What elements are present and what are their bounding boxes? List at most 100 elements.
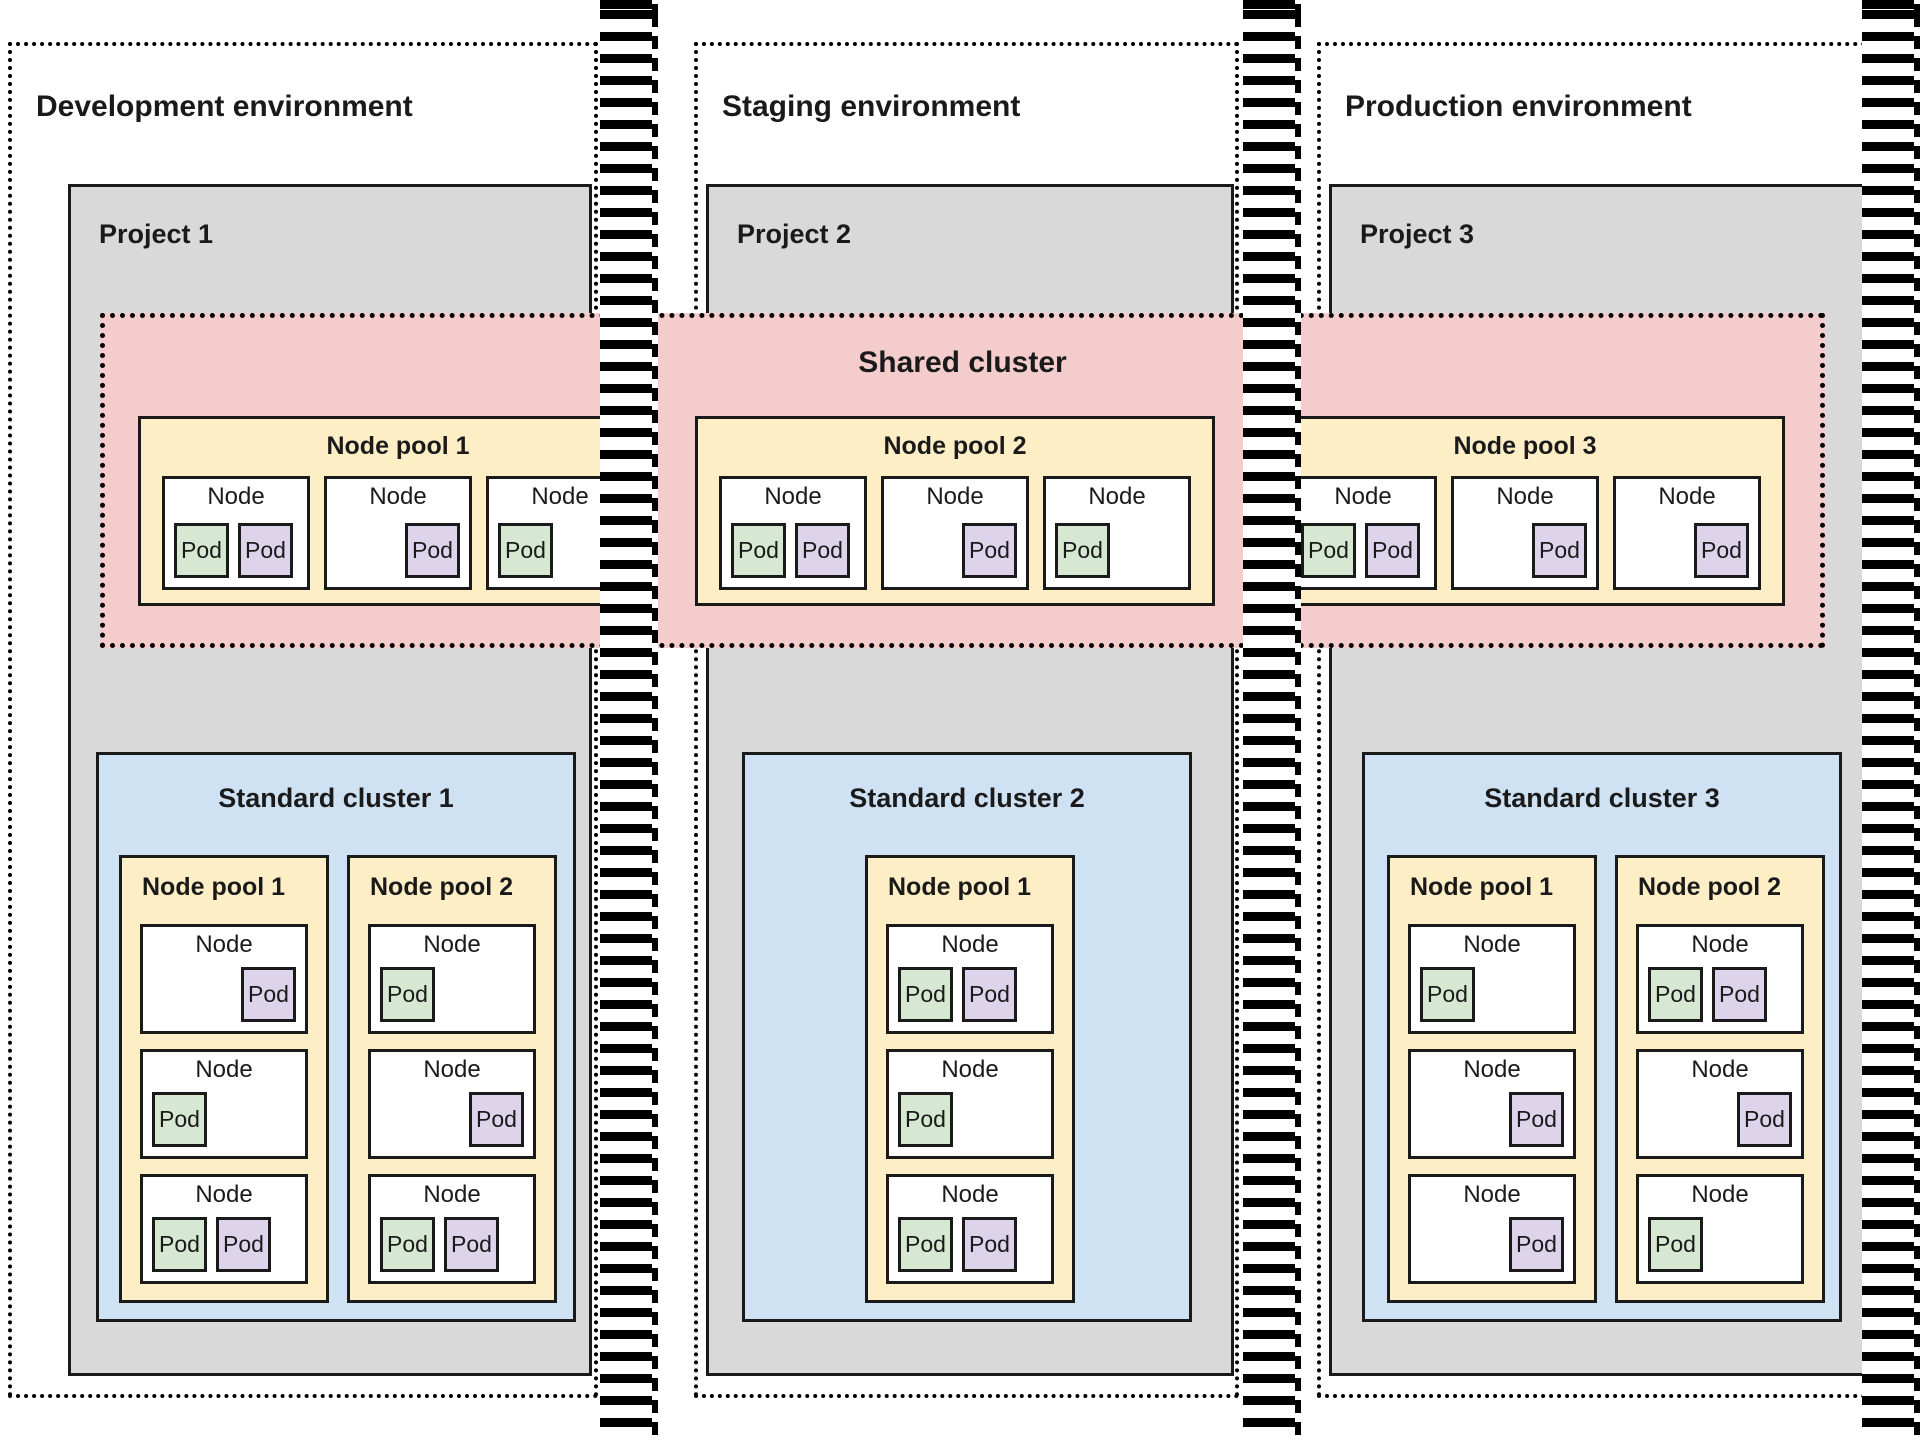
pod: Pod — [216, 1217, 271, 1272]
standard-1-node-pool-1: Node pool 1 Node Pod Node Pod Node — [119, 855, 329, 1303]
node-list: Node Pod Pod Node Pod Node Pod — [698, 476, 1212, 590]
node-list: Node Pod Pod Node Pod Node Pod — [1268, 476, 1782, 590]
node-pool-title: Node pool 2 — [883, 432, 1027, 460]
shared-node-pool-1: Node pool 1 Node Pod Pod Node Pod N — [138, 416, 658, 606]
pod-list: Pod Pod — [722, 509, 864, 587]
node-list: Node Pod Node Pod Node Pod Pod — [350, 924, 554, 1284]
pod: Pod — [1055, 523, 1110, 578]
pod-list: Pod — [1616, 509, 1758, 587]
node-box: Node Pod — [1408, 924, 1576, 1034]
pod-list: Pod Pod — [165, 509, 307, 587]
node-label: Node — [423, 1181, 481, 1208]
node-box: Node Pod — [1043, 476, 1191, 590]
node-label: Node — [195, 1056, 253, 1083]
standard-3-node-pool-1: Node pool 1 Node Pod Node Pod Node — [1387, 855, 1597, 1303]
standard-cluster-2: Standard cluster 2 Node pool 1 Node Pod … — [742, 752, 1192, 1322]
standard-1-node-pool-2: Node pool 2 Node Pod Node Pod Node — [347, 855, 557, 1303]
project-title: Project 1 — [99, 219, 214, 249]
node-pool-title: Node pool 2 — [1638, 873, 1782, 901]
pod: Pod — [174, 523, 229, 578]
pod: Pod — [1648, 967, 1703, 1022]
pod-list: Pod Pod — [889, 1207, 1051, 1281]
node-label: Node — [195, 931, 253, 958]
node-box: Node Pod Pod — [368, 1174, 536, 1284]
pod-list: Pod Pod — [143, 1207, 305, 1281]
pod: Pod — [1737, 1092, 1792, 1147]
node-label: Node — [1463, 1056, 1521, 1083]
pod-list: Pod — [884, 509, 1026, 587]
node-box: Node Pod — [1408, 1174, 1576, 1284]
pod: Pod — [380, 1217, 435, 1272]
standard-cluster-1: Standard cluster 1 Node pool 1 Node Pod … — [96, 752, 576, 1322]
node-list: Node Pod Pod Node Pod Node Pod — [141, 476, 655, 590]
node-box: Node Pod Pod — [886, 924, 1054, 1034]
pod-list: Pod — [1046, 509, 1188, 587]
pod: Pod — [238, 523, 293, 578]
node-box: Node Pod — [324, 476, 472, 590]
node-label: Node — [1658, 483, 1716, 510]
node-box: Node Pod — [886, 1049, 1054, 1159]
shared-node-pool-3: Node pool 3 Node Pod Pod Node Pod N — [1265, 416, 1785, 606]
pod: Pod — [1648, 1217, 1703, 1272]
environment-title: Development environment — [36, 90, 413, 123]
node-box: Node Pod Pod — [1636, 924, 1804, 1034]
pod-list: Pod Pod — [1639, 957, 1801, 1031]
pod: Pod — [731, 523, 786, 578]
node-label: Node — [1463, 1181, 1521, 1208]
node-box: Node Pod — [1408, 1049, 1576, 1159]
pod-list: Pod — [371, 957, 533, 1031]
pod-list: Pod — [1411, 1082, 1573, 1156]
pod-list: Pod — [489, 509, 631, 587]
pod: Pod — [795, 523, 850, 578]
project-title: Project 2 — [737, 219, 852, 249]
node-label: Node — [1463, 931, 1521, 958]
node-box: Node Pod — [1451, 476, 1599, 590]
pod: Pod — [1532, 523, 1587, 578]
environment-divider-hatch-1 — [600, 0, 658, 1440]
node-box: Node Pod — [368, 1049, 536, 1159]
node-box: Node Pod — [1636, 1049, 1804, 1159]
node-label: Node — [1334, 483, 1392, 510]
pod-list: Pod Pod — [371, 1207, 533, 1281]
pod: Pod — [1509, 1092, 1564, 1147]
node-label: Node — [423, 1056, 481, 1083]
standard-cluster-title: Standard cluster 2 — [849, 783, 1085, 813]
pod-list: Pod — [1411, 957, 1573, 1031]
node-box: Node Pod — [368, 924, 536, 1034]
pod: Pod — [1420, 967, 1475, 1022]
node-label: Node — [1496, 483, 1554, 510]
node-box: Node Pod Pod — [140, 1174, 308, 1284]
node-label: Node — [764, 483, 822, 510]
pod: Pod — [380, 967, 435, 1022]
node-list: Node Pod Pod Node Pod Node Pod — [868, 924, 1072, 1284]
pod: Pod — [898, 1092, 953, 1147]
shared-cluster-title: Shared cluster — [858, 346, 1067, 379]
standard-cluster-title: Standard cluster 3 — [1484, 783, 1720, 813]
environment-title: Staging environment — [722, 90, 1021, 123]
node-label: Node — [941, 931, 999, 958]
pod: Pod — [498, 523, 553, 578]
pod-list: Pod — [371, 1082, 533, 1156]
pod: Pod — [1694, 523, 1749, 578]
pod-list: Pod — [889, 1082, 1051, 1156]
node-list: Node Pod Node Pod Node Pod — [1390, 924, 1594, 1284]
pod-list: Pod — [1639, 1207, 1801, 1281]
pod-list: Pod Pod — [1292, 509, 1434, 587]
node-label: Node — [207, 483, 265, 510]
pod-list: Pod Pod — [889, 957, 1051, 1031]
shared-cluster: Shared cluster Node pool 1 Node Pod Pod … — [100, 313, 1825, 648]
standard-2-node-pool-1: Node pool 1 Node Pod Pod Node Pod Node — [865, 855, 1075, 1303]
node-box: Node Pod Pod — [719, 476, 867, 590]
node-label: Node — [423, 931, 481, 958]
shared-node-pool-2: Node pool 2 Node Pod Pod Node Pod N — [695, 416, 1215, 606]
node-label: Node — [941, 1056, 999, 1083]
pod: Pod — [1301, 523, 1356, 578]
standard-3-node-pool-2: Node pool 2 Node Pod Pod Node Pod Node — [1615, 855, 1825, 1303]
node-box: Node Pod Pod — [162, 476, 310, 590]
standard-cluster-3: Standard cluster 3 Node pool 1 Node Pod … — [1362, 752, 1842, 1322]
node-list: Node Pod Pod Node Pod Node Pod — [1618, 924, 1822, 1284]
pod: Pod — [1509, 1217, 1564, 1272]
pod: Pod — [469, 1092, 524, 1147]
node-pool-title: Node pool 1 — [142, 873, 286, 901]
